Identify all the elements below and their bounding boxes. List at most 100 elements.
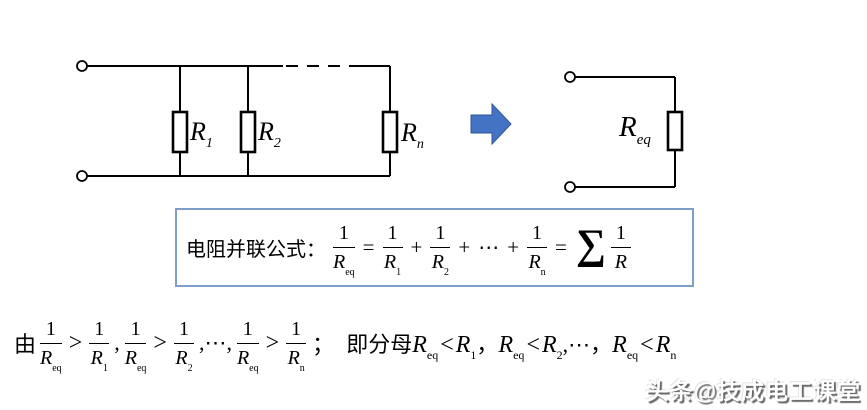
subscript: eq xyxy=(636,132,651,148)
fraction-1-over-r2: 1 R2 xyxy=(430,222,451,278)
resistor-symbol: R xyxy=(655,332,671,358)
resistor-box xyxy=(171,110,189,154)
subscript: 1 xyxy=(102,362,108,374)
resistor-symbol: R xyxy=(412,332,427,358)
plus-sign: + xyxy=(410,235,423,259)
equals-sign: = xyxy=(555,235,567,259)
fraction-1-over-req: 1 Req xyxy=(40,318,62,374)
resistor-symbol: R xyxy=(383,251,397,273)
parallel-circuit xyxy=(76,60,399,182)
resistor-label-rn: Rn xyxy=(401,120,424,152)
greater-than-sign: > xyxy=(68,329,83,356)
denominator: Req xyxy=(125,344,147,374)
resistor-symbol: R xyxy=(455,332,471,358)
resistor-symbol: R xyxy=(614,251,627,273)
resistor-box xyxy=(381,110,399,154)
derivation-prefix: 由 xyxy=(14,332,37,357)
numerator: 1 xyxy=(236,318,259,344)
subscript: 1 xyxy=(205,136,213,151)
subscript: n xyxy=(416,137,424,152)
numerator: 1 xyxy=(333,222,355,248)
fraction-1-over-req: 1 Req xyxy=(236,318,259,374)
less-than-sign: < xyxy=(526,332,540,358)
conclusion-text: 即分母Req<R1，Req<R2,⋯，Req<Rn xyxy=(346,327,676,362)
resistor-label-r2: R2 xyxy=(258,117,281,151)
fraction-1-over-rn: 1 Rn xyxy=(527,222,548,278)
comma: ， xyxy=(476,332,499,357)
greater-than-sign: > xyxy=(265,329,280,356)
numerator: 1 xyxy=(124,318,147,344)
subscript: eq xyxy=(136,362,147,374)
ellipsis-commas: ,⋯, xyxy=(198,330,232,355)
derivation-line: 由 1 Req > 1 R1 , 1 Req > 1 R2 ,⋯, 1 Req … xyxy=(14,306,862,380)
plus-sign: + xyxy=(507,235,520,259)
resistor-symbol: R xyxy=(258,117,274,146)
resistor-symbol: R xyxy=(287,346,300,369)
numerator: 1 xyxy=(286,318,307,344)
resistor-box xyxy=(666,110,684,152)
subscript: n xyxy=(540,267,546,278)
subscript: eq xyxy=(626,348,639,362)
subscript: 2 xyxy=(443,267,449,278)
fraction-1-over-r: 1 R xyxy=(610,222,631,273)
subscript: 2 xyxy=(273,136,281,151)
sigma-symbol: ∑ xyxy=(575,221,606,268)
subscript: eq xyxy=(513,348,525,362)
numerator: 1 xyxy=(430,222,451,248)
ellipsis: ⋯ xyxy=(478,235,500,259)
denominator: Req xyxy=(40,344,62,374)
resistor-symbol: R xyxy=(90,346,103,369)
numerator: 1 xyxy=(382,222,403,248)
fraction-1-over-req: 1 Req xyxy=(333,222,355,278)
comma: , xyxy=(114,330,120,355)
resistor-symbol: R xyxy=(528,251,541,273)
denominator: R1 xyxy=(383,248,403,278)
ellipsis-comma: ,⋯， xyxy=(562,332,613,357)
resistor-symbol: R xyxy=(431,251,444,273)
fraction-1-over-r1: 1 R1 xyxy=(89,318,110,374)
subscript: eq xyxy=(52,362,62,374)
resistor-symbol: R xyxy=(333,251,346,273)
fraction-1-over-r1: 1 R1 xyxy=(382,222,403,278)
denominator: Req xyxy=(236,344,259,374)
denominator: Req xyxy=(333,248,355,278)
resistor-symbol: R xyxy=(619,111,637,143)
subscript: 1 xyxy=(396,267,402,278)
resistor-label-r1: R1 xyxy=(190,117,213,151)
less-than-sign: < xyxy=(640,332,654,358)
greater-than-sign: > xyxy=(153,329,167,356)
terminal-circle xyxy=(564,181,576,193)
resistor-symbol: R xyxy=(175,346,188,369)
denominator: R2 xyxy=(430,248,450,278)
less-than-sign: < xyxy=(440,332,454,358)
terminal-circle xyxy=(564,71,576,83)
fraction-1-over-req: 1 Req xyxy=(124,318,147,374)
numerator: 1 xyxy=(610,222,631,248)
plus-sign: + xyxy=(458,235,471,259)
resistor-symbol: R xyxy=(236,346,250,369)
denominator: Rn xyxy=(286,344,306,374)
resistor-symbol: R xyxy=(612,332,627,358)
numerator: 1 xyxy=(40,318,62,344)
numerator: 1 xyxy=(173,318,194,344)
subscript: 1 xyxy=(470,348,477,362)
subscript: 2 xyxy=(556,348,563,362)
terminal-circle xyxy=(76,60,88,72)
subscript: eq xyxy=(426,348,439,362)
resistor-symbol: R xyxy=(190,117,206,146)
resistor-symbol: R xyxy=(541,332,557,358)
resistor-symbol: R xyxy=(498,332,514,358)
numerator: 1 xyxy=(89,318,110,344)
denominator: R1 xyxy=(89,344,109,374)
parallel-formula-box: 电阻并联公式： 1 Req = 1 R1 + 1 R2 + ⋯ + 1 Rn =… xyxy=(175,208,694,287)
right-arrow-icon xyxy=(470,102,512,146)
denominator: R2 xyxy=(174,344,194,374)
fraction-1-over-r2: 1 R2 xyxy=(173,318,194,374)
resistor-box xyxy=(239,110,257,154)
subscript: eq xyxy=(345,267,355,278)
fraction-1-over-rn: 1 Rn xyxy=(286,318,307,374)
subscript: n xyxy=(299,362,305,374)
watermark-toutiao: 头条@技成电工课堂 xyxy=(645,378,861,404)
